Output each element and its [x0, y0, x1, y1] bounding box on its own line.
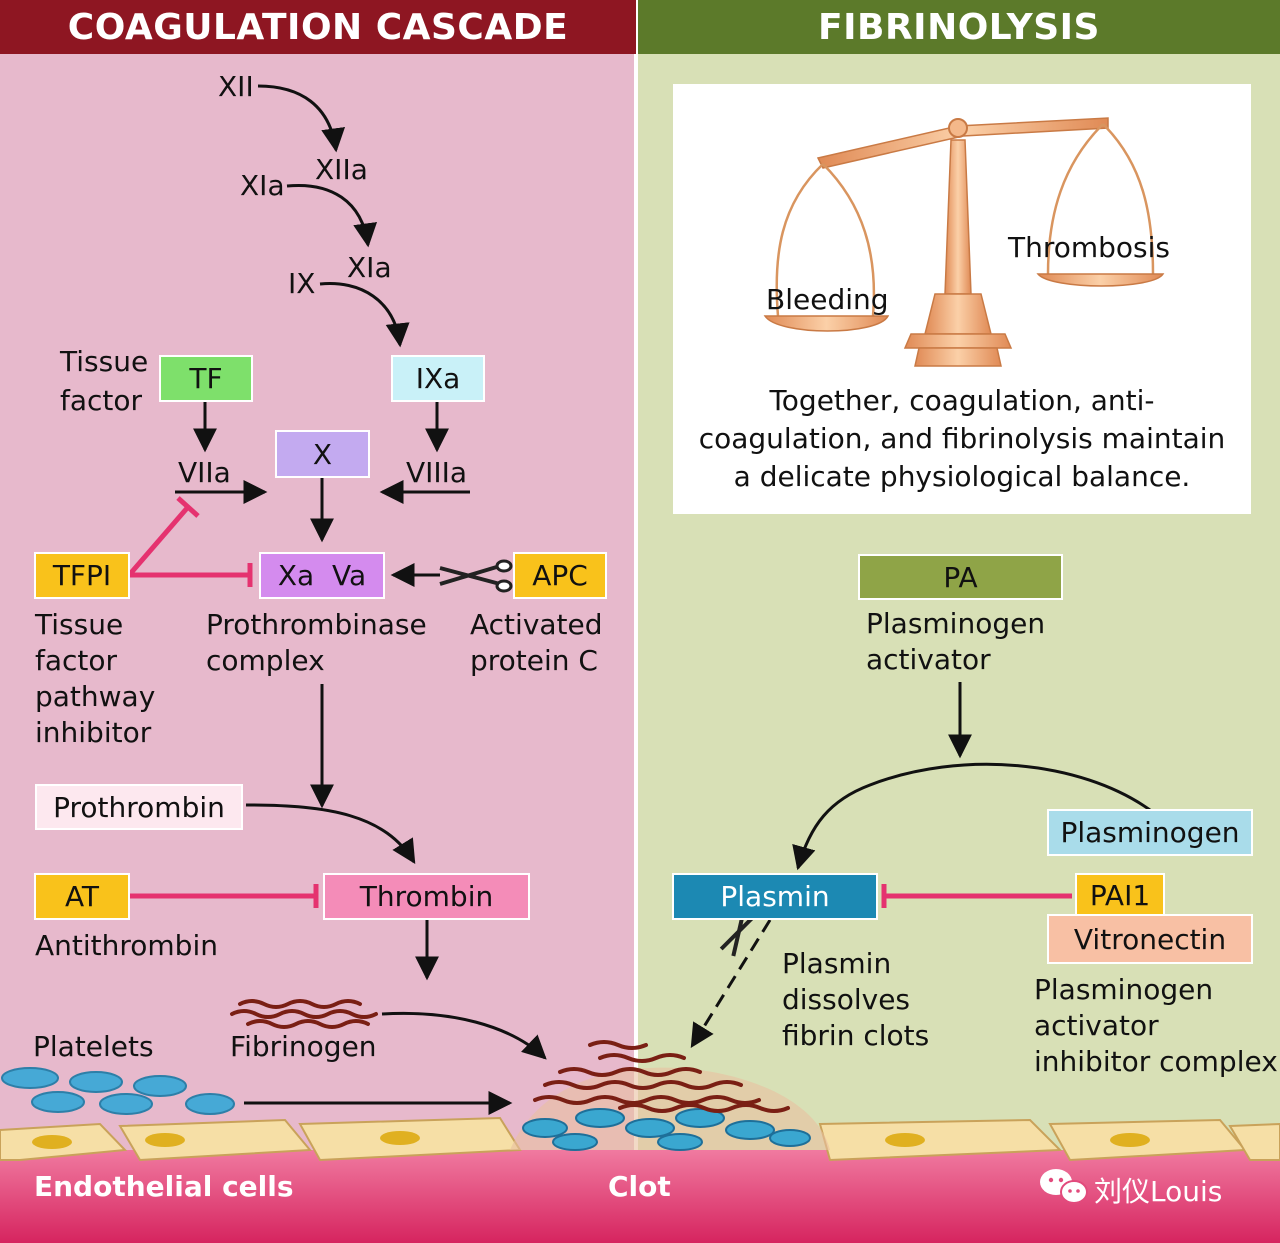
clot-label: Clot	[608, 1170, 671, 1203]
pa-desc-1: Plasminogen	[866, 607, 1046, 640]
tfpi-desc-4: inhibitor	[35, 716, 152, 749]
balance-panel: Thrombosis Bleeding Together, coagulatio…	[673, 84, 1251, 514]
pa-desc-2: activator	[866, 643, 991, 676]
antithrombin-label: Antithrombin	[35, 929, 218, 962]
factor-xia: XIa	[347, 251, 392, 284]
thrombin-box: Thrombin	[323, 873, 530, 920]
factor-viia: VIIa	[178, 456, 231, 489]
bleeding-label: Bleeding	[766, 283, 889, 316]
wechat-icon	[1040, 1169, 1088, 1204]
plasmin-desc-3: fibrin clots	[782, 1019, 930, 1052]
factor-ix: IX	[288, 267, 316, 300]
plasmin-box: Plasmin	[672, 873, 878, 920]
cascade-header: COAGULATION CASCADE	[67, 6, 569, 48]
fibrinolysis-header: FIBRINOLYSIS	[818, 6, 1100, 48]
balance-scale-icon	[763, 117, 1165, 367]
thrombosis-label: Thrombosis	[1008, 231, 1171, 264]
apc-desc-1: Activated	[470, 608, 603, 641]
apc-desc-2: protein C	[470, 644, 598, 677]
watermark-label: 刘仪Louis	[1094, 1175, 1223, 1208]
plasmin-desc-1: Plasmin	[782, 947, 892, 980]
factor-viiia: VIIIa	[406, 456, 468, 489]
tfpi-box: TFPI	[34, 552, 130, 599]
tfpi-desc-2: factor	[35, 644, 118, 677]
endothelial-cells-label: Endothelial cells	[34, 1170, 294, 1203]
fibrinogen-strands	[230, 999, 378, 1029]
clot-mass	[510, 1040, 830, 1151]
platelets-label: Platelets	[33, 1030, 154, 1063]
platelets	[1, 1067, 235, 1115]
caption-line-3: a delicate physiological balance.	[733, 460, 1191, 493]
prothrombinase-1: Prothrombinase	[206, 608, 427, 641]
tfpi-desc-1: Tissue	[35, 608, 124, 641]
plasmin-desc-2: dissolves	[782, 983, 911, 1016]
scissors-icon	[439, 559, 513, 593]
x-box: X	[275, 430, 370, 478]
tissue-factor-line2: factor	[60, 384, 143, 417]
factor-xiia: XIIa	[315, 153, 368, 186]
prothrombinase-2: complex	[206, 644, 325, 677]
tf-box: TF	[159, 355, 253, 402]
factor-xii: XII	[218, 70, 254, 103]
tissue-factor-line1: Tissue	[60, 345, 149, 378]
pai-desc-2: activator	[1034, 1009, 1159, 1042]
caption-line-1: Together, coagulation, anti-	[769, 384, 1155, 417]
plasminogen-box: Plasminogen	[1047, 809, 1253, 856]
balance-caption: Together, coagulation, anti- coagulation…	[673, 382, 1251, 496]
at-box: AT	[34, 873, 130, 920]
pai1-box: PAI1	[1075, 873, 1165, 918]
vitronectin-box: Vitronectin	[1047, 914, 1253, 964]
caption-line-2: coagulation, and fibrinolysis maintain	[698, 422, 1226, 455]
pai-desc-1: Plasminogen	[1034, 973, 1214, 1006]
fibrinogen-label: Fibrinogen	[230, 1030, 377, 1063]
pa-box: PA	[858, 554, 1063, 600]
prothrombin-box: Prothrombin	[35, 784, 243, 830]
xa-va-box: Xa Va	[259, 552, 385, 599]
tfpi-desc-3: pathway	[35, 680, 156, 713]
factor-xia-source: XIa	[240, 169, 285, 202]
apc-box: APC	[513, 552, 607, 599]
pai-desc-3: inhibitor complex	[1034, 1045, 1278, 1078]
ixa-box: IXa	[391, 355, 485, 402]
